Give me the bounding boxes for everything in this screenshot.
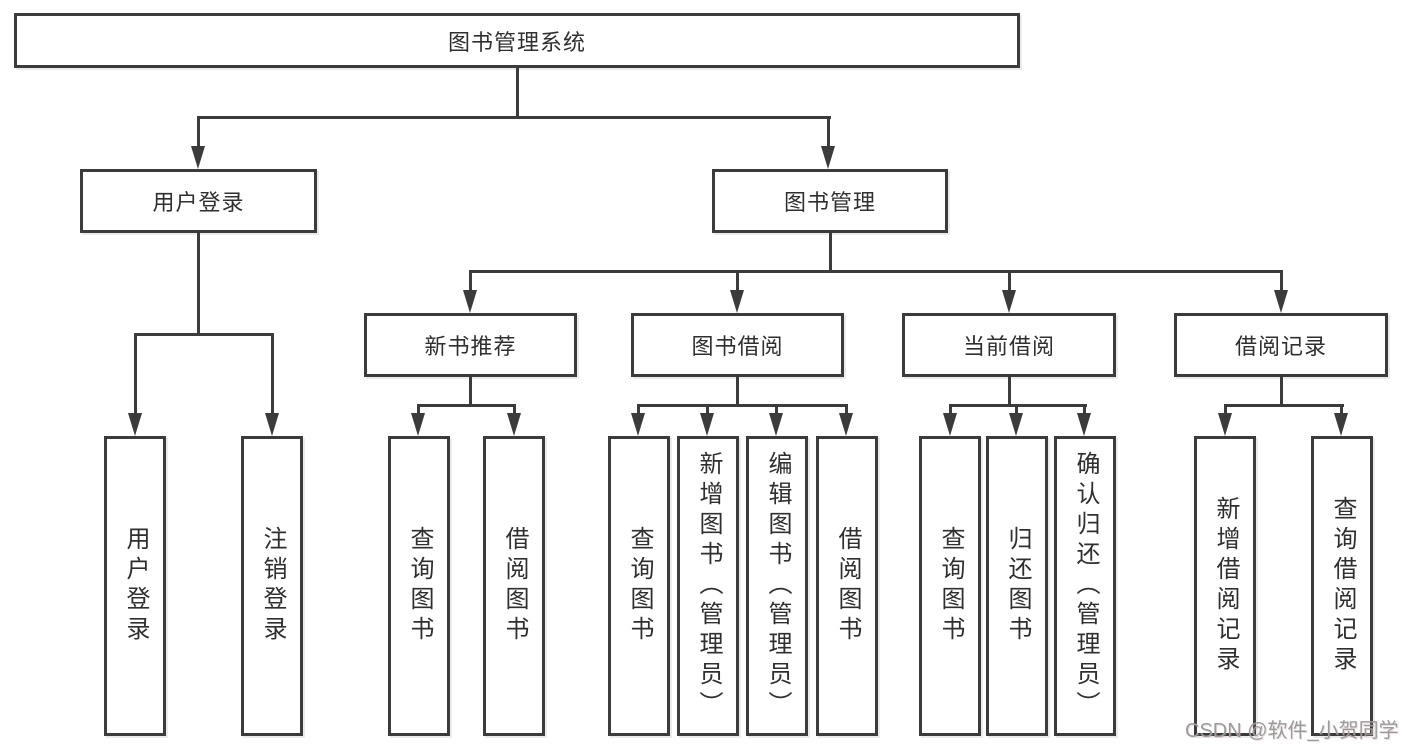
arrow-down-icon bbox=[191, 146, 205, 169]
arrow-down-icon bbox=[769, 413, 783, 436]
connector-line bbox=[736, 375, 739, 407]
leaf-label: 注销登录 bbox=[259, 526, 286, 646]
connector-line bbox=[469, 270, 1283, 273]
leaf-label: 借阅图书 bbox=[501, 526, 528, 646]
node-book-borrowing: 图书借阅 bbox=[631, 313, 844, 377]
node-label: 当前借阅 bbox=[962, 334, 1055, 359]
leaf-return-book: 归还图书 bbox=[986, 436, 1048, 736]
leaf-label: 查询图书 bbox=[626, 526, 653, 646]
leaf-label: 新增借阅记录 bbox=[1212, 496, 1239, 676]
connector-line bbox=[1279, 270, 1283, 294]
arrow-down-icon bbox=[700, 413, 714, 436]
leaf-query-borrow-record: 查询借阅记录 bbox=[1311, 436, 1373, 736]
node-book-management: 图书管理 bbox=[712, 169, 948, 233]
leaf-query-books-1: 查询图书 bbox=[388, 436, 450, 736]
leaf-borrow-books-1: 借阅图书 bbox=[483, 436, 545, 736]
connector-line bbox=[1223, 404, 1227, 417]
leaf-label: 确认归还（管理员） bbox=[1072, 451, 1099, 721]
connector-line bbox=[197, 116, 831, 119]
arrow-down-icon bbox=[463, 290, 477, 313]
node-label: 图书管理系统 bbox=[447, 29, 586, 55]
arrow-down-icon bbox=[839, 413, 853, 436]
connector-line bbox=[827, 116, 830, 149]
connector-line bbox=[197, 116, 200, 149]
node-label: 图书管理 bbox=[783, 190, 876, 215]
node-label: 借阅记录 bbox=[1234, 334, 1327, 359]
connector-line bbox=[1279, 375, 1283, 407]
leaf-label: 借阅图书 bbox=[834, 526, 861, 646]
arrow-down-icon bbox=[821, 146, 835, 169]
node-label: 图书借阅 bbox=[691, 334, 784, 359]
connector-line bbox=[469, 375, 472, 407]
leaf-query-books-2: 查询图书 bbox=[608, 436, 670, 736]
connector-line bbox=[1015, 404, 1018, 417]
node-user-login: 用户登录 bbox=[80, 169, 317, 233]
leaf-confirm-return-admin: 确认归还（管理员） bbox=[1054, 436, 1116, 736]
connector-line bbox=[637, 404, 848, 407]
node-label: 新书推荐 bbox=[424, 334, 517, 359]
leaf-label: 用户登录 bbox=[122, 526, 149, 646]
arrow-down-icon bbox=[631, 413, 645, 436]
leaf-logout: 注销登录 bbox=[241, 436, 303, 736]
connector-line bbox=[828, 231, 832, 273]
connector-line bbox=[512, 404, 516, 417]
connector-line bbox=[516, 66, 519, 119]
connector-line bbox=[706, 404, 709, 417]
arrow-down-icon bbox=[127, 413, 142, 436]
connector-line bbox=[197, 231, 200, 336]
arrow-down-icon bbox=[1001, 290, 1016, 313]
arrow-down-icon bbox=[411, 413, 425, 436]
arrow-down-icon bbox=[942, 413, 957, 436]
leaf-user-login: 用户登录 bbox=[104, 436, 166, 736]
node-library-management-system: 图书管理系统 bbox=[14, 13, 1020, 68]
arrow-down-icon bbox=[1334, 413, 1348, 436]
connector-line bbox=[417, 404, 516, 407]
arrow-down-icon bbox=[506, 413, 521, 436]
leaf-borrow-books-2: 借阅图书 bbox=[816, 436, 878, 736]
connector-line bbox=[270, 333, 274, 415]
connector-line bbox=[469, 270, 472, 294]
arrow-down-icon bbox=[1009, 413, 1023, 436]
arrow-down-icon bbox=[1273, 290, 1288, 313]
leaf-label: 归还图书 bbox=[1004, 526, 1031, 646]
leaf-label: 查询借阅记录 bbox=[1329, 496, 1356, 676]
node-current-borrowing: 当前借阅 bbox=[902, 313, 1116, 377]
leaf-edit-book-admin: 编辑图书（管理员） bbox=[746, 436, 808, 736]
arrow-down-icon bbox=[1217, 413, 1232, 436]
connector-line bbox=[1007, 375, 1011, 407]
leaf-query-books-3: 查询图书 bbox=[919, 436, 981, 736]
connector-line bbox=[1083, 404, 1086, 417]
watermark: CSDN @软件_小贺同学 bbox=[1185, 720, 1399, 742]
connector-line bbox=[133, 333, 137, 415]
connector-line bbox=[845, 404, 848, 417]
leaf-add-borrow-record: 新增借阅记录 bbox=[1194, 436, 1256, 736]
connector-line bbox=[1340, 404, 1343, 417]
connector-line bbox=[736, 270, 739, 294]
node-borrowing-records: 借阅记录 bbox=[1174, 313, 1388, 377]
leaf-label: 查询图书 bbox=[937, 526, 964, 646]
connector-line bbox=[417, 404, 420, 417]
connector-line bbox=[948, 404, 952, 417]
connector-line bbox=[1007, 270, 1011, 294]
connector-line bbox=[775, 404, 778, 417]
connector-line bbox=[637, 404, 640, 417]
leaf-add-book-admin: 新增图书（管理员） bbox=[677, 436, 739, 736]
arrow-down-icon bbox=[1077, 413, 1091, 436]
leaf-label: 查询图书 bbox=[406, 526, 433, 646]
leaf-label: 新增图书（管理员） bbox=[695, 451, 722, 721]
node-new-book-recommendation: 新书推荐 bbox=[364, 313, 577, 377]
connector-line bbox=[1223, 404, 1344, 407]
node-label: 用户登录 bbox=[152, 190, 245, 215]
leaf-label: 编辑图书（管理员） bbox=[764, 451, 791, 721]
arrow-down-icon bbox=[264, 413, 279, 436]
connector-line bbox=[133, 333, 274, 336]
arrow-down-icon bbox=[730, 290, 744, 313]
